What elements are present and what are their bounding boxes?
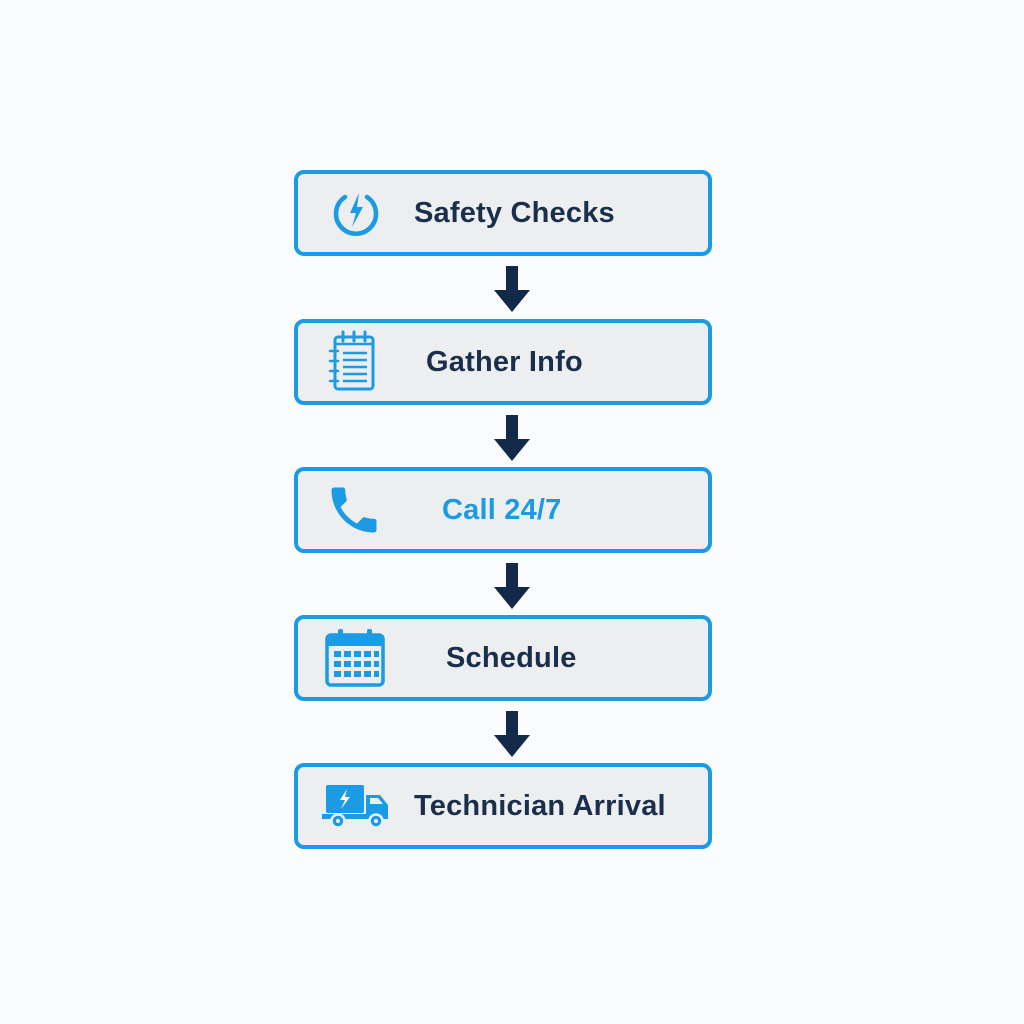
step-gather-info: Gather Info <box>294 319 712 405</box>
step-schedule: Schedule <box>294 615 712 701</box>
step-label: Call 24/7 <box>442 494 562 526</box>
down-arrow-icon <box>494 415 530 461</box>
power-bolt-icon <box>333 193 379 236</box>
service-truck-icon <box>322 785 388 829</box>
step-safety-checks: Safety Checks <box>294 170 712 256</box>
notepad-icon <box>328 330 375 391</box>
step-label: Safety Checks <box>414 197 615 229</box>
down-arrow-icon <box>494 563 530 609</box>
down-arrow-icon <box>494 266 530 312</box>
step-label: Gather Info <box>426 346 583 378</box>
phone-icon <box>331 487 377 533</box>
calendar-icon <box>325 629 385 687</box>
step-call-24-7: Call 24/7 <box>294 467 712 553</box>
step-label: Schedule <box>446 642 577 674</box>
down-arrow-icon <box>494 711 530 757</box>
step-label: Technician Arrival <box>414 790 666 822</box>
step-technician-arrival: Technician Arrival <box>294 763 712 849</box>
